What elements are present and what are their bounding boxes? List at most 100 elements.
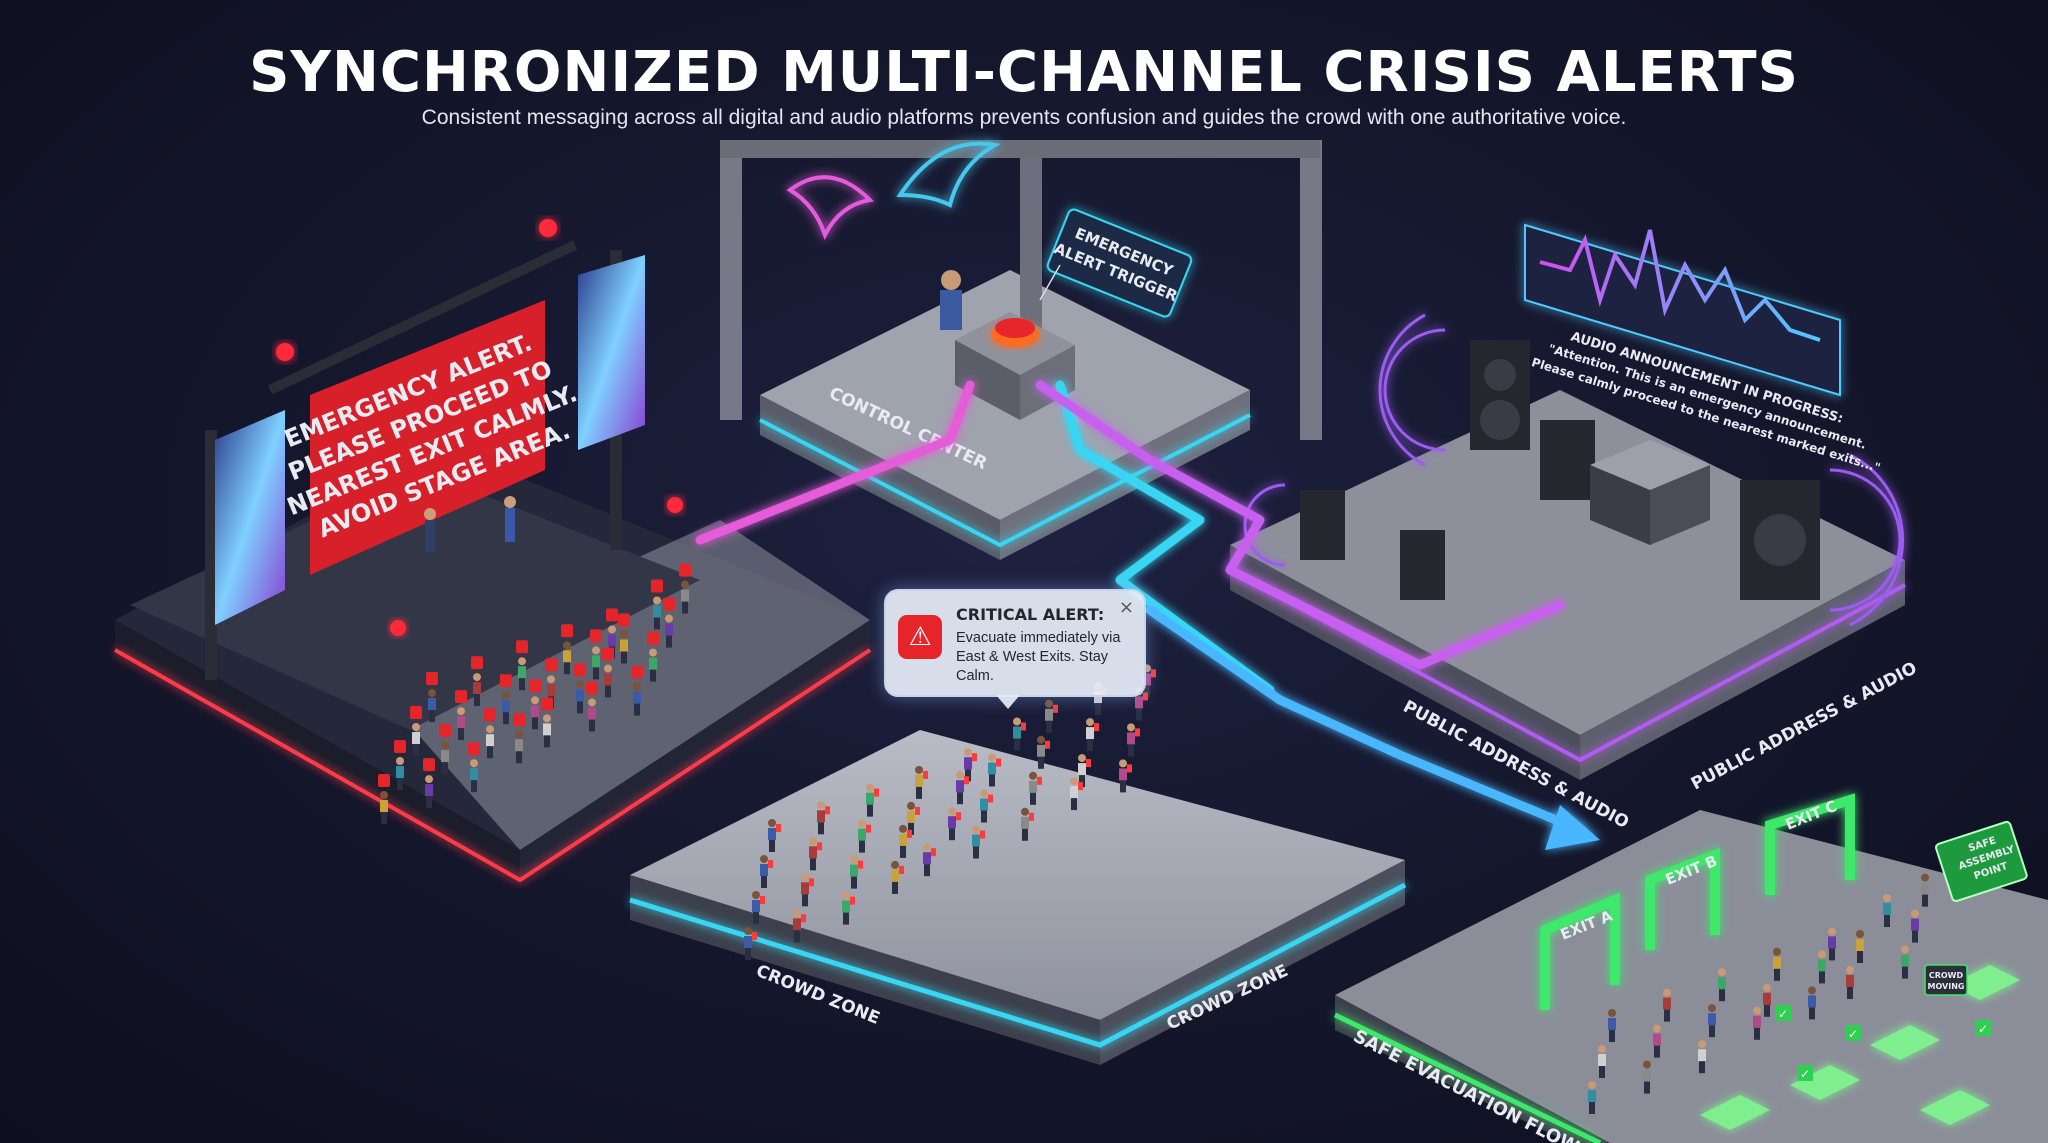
phone-alert-icon (964, 776, 969, 785)
alert-badge-icon (513, 713, 525, 727)
alert-badge-icon (423, 758, 435, 772)
person-figure (817, 810, 825, 823)
person-figure (518, 666, 526, 679)
person-figure (1013, 726, 1021, 739)
control-center-platform: EMERGENCY ALERT TRIGGER CONTROL CENTER (720, 140, 1322, 560)
red-beacon-icon (390, 620, 406, 636)
person-figure (396, 766, 404, 778)
alert-badge-icon (541, 697, 553, 711)
person-figure (850, 864, 858, 877)
person-figure (380, 800, 388, 812)
alert-badge-icon (561, 624, 573, 638)
waveform-line (1539, 229, 1821, 342)
alert-badge-icon (606, 608, 618, 622)
red-beacon-icon (539, 219, 557, 237)
alert-badge-icon (647, 631, 659, 645)
phone-alert-icon (915, 806, 920, 815)
person-figure (972, 834, 980, 847)
close-icon[interactable]: × (1118, 597, 1134, 618)
person-figure (1718, 977, 1726, 990)
person-figure (1135, 696, 1143, 709)
person-figure (1921, 882, 1929, 895)
person-figure (1753, 1015, 1761, 1028)
wing-logo-icon (896, 141, 1001, 208)
phone-alert-icon (988, 794, 993, 803)
person-figure (665, 623, 673, 636)
phone-alert-icon (768, 860, 773, 868)
person-figure (1021, 816, 1029, 829)
stage-platform: EMERGENCY ALERT. PLEASE PROCEED TO NEARE… (114, 219, 872, 883)
person-figure (1643, 1069, 1651, 1082)
alert-badge-icon (410, 706, 422, 719)
check-icon: ✓ (1778, 1007, 1788, 1021)
person-figure (1094, 691, 1102, 704)
person-figure (899, 833, 907, 846)
crowd-moving-line-2: MOVING (1928, 982, 1965, 991)
alert-badge-icon (651, 579, 663, 593)
emergency-led-screen (310, 300, 545, 575)
notification-line-1: Evacuate immediately via (956, 630, 1121, 646)
person-figure (515, 739, 523, 752)
alert-badge-icon (586, 681, 598, 695)
red-beacon-icon (667, 497, 683, 513)
phone-crowd (744, 664, 1156, 960)
assembly-point-sign: SAFE ASSEMBLY POINT (1935, 820, 2028, 903)
phone-alert-icon (1151, 669, 1156, 678)
person-figure (563, 650, 571, 663)
phone-alert-icon (809, 878, 814, 887)
phone-alert-icon (752, 932, 757, 940)
person-figure (1653, 1033, 1661, 1046)
notification-heading: CRITICAL ALERT: (956, 605, 1105, 624)
alert-badge-icon (663, 597, 675, 611)
notification-line-2: East & West Exits. Stay Calm. (956, 649, 1109, 684)
person-figure (793, 918, 801, 931)
phone-alert-icon (801, 914, 806, 923)
stage-crowd (378, 563, 691, 824)
person-figure (891, 869, 899, 882)
person-figure (866, 792, 874, 805)
person-figure (604, 673, 612, 686)
alert-badge-icon (455, 690, 467, 704)
person-figure (988, 762, 996, 775)
person-figure (473, 682, 481, 695)
person-figure (964, 757, 972, 770)
phone-alert-icon (1143, 692, 1148, 701)
phone-alert-icon (776, 824, 781, 832)
phone-alert-icon (972, 753, 977, 762)
person-figure (923, 852, 931, 865)
evacuation-platform: EXIT A EXIT B EXIT C ✓ ✓ ✓ ✓ CROWD MOVIN… (1333, 793, 2048, 1143)
alert-badge-icon (618, 613, 630, 627)
person-figure (1883, 903, 1891, 915)
operator-figure (940, 290, 962, 330)
person-figure (649, 657, 657, 670)
flow-arrow-icon (1545, 805, 1600, 850)
person-figure (425, 784, 433, 797)
phone-alert-icon (825, 806, 830, 815)
check-badges: ✓ ✓ ✓ ✓ (1775, 1005, 1991, 1081)
sound-wave-icon (1243, 313, 1905, 627)
audio-platform: AUDIO ANNOUNCEMENT IN PROGRESS: "Attenti… (1229, 223, 1920, 833)
exit-gate-c (1765, 793, 1855, 895)
flow-to-exits (1145, 605, 1585, 835)
phone-alert-icon (866, 824, 871, 833)
person-figure (1127, 732, 1135, 745)
person-figure (470, 768, 478, 781)
exit-gates (1540, 793, 1855, 1010)
person-figure (1708, 1013, 1716, 1026)
trigger-label-panel: EMERGENCY ALERT TRIGGER (1046, 208, 1193, 318)
person-figure (1856, 939, 1864, 951)
alert-badge-icon (394, 740, 406, 753)
person-figure (1078, 763, 1086, 776)
phone-alert-icon (1094, 723, 1099, 732)
person-figure (760, 864, 768, 876)
phone-alert-icon (923, 770, 928, 779)
person-figure (948, 816, 956, 829)
check-icon: ✓ (1800, 1067, 1810, 1081)
exit-gate-b (1645, 847, 1720, 950)
exit-gate-a (1540, 892, 1620, 1010)
page-subtitle: Consistent messaging across all digital … (421, 106, 1627, 129)
alert-badge-icon (484, 708, 496, 722)
person-figure (1698, 1049, 1706, 1062)
person-figure (768, 828, 776, 840)
person-figure (681, 589, 689, 602)
